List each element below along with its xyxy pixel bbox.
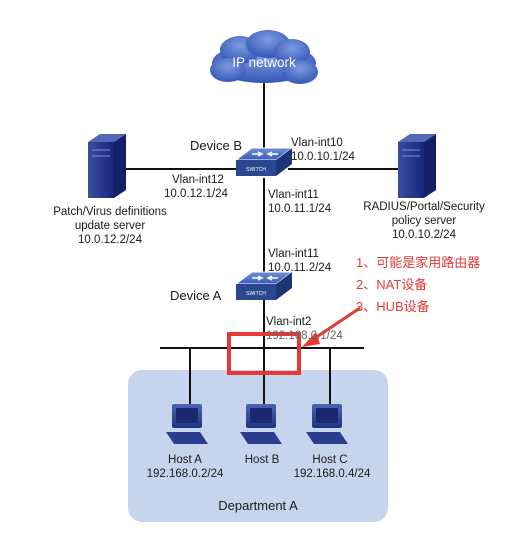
radius-server-ip: 10.0.10.2/24 xyxy=(392,229,456,241)
device-a-vlan2-ip: 192.168.0.1/24 xyxy=(266,330,343,342)
cloud-label: IP network xyxy=(232,55,296,70)
annotation-line-2: 2、NAT设备 xyxy=(356,277,428,292)
device-a-vlan2: Vlan-int2 xyxy=(266,316,312,328)
annotation-arrow xyxy=(311,306,361,342)
host-c-icon xyxy=(306,404,348,444)
patch-server-line2: update server xyxy=(74,220,146,232)
device-b-vlan12: Vlan-int12 xyxy=(172,174,224,186)
annotation-line-3: 3、HUB设备 xyxy=(356,299,430,314)
highlight-box xyxy=(227,332,301,375)
annotation-line-1: 1、可能是家用路由器 xyxy=(356,255,481,270)
links xyxy=(122,82,398,410)
radius-server-icon xyxy=(398,134,436,198)
device-a-name: Device A xyxy=(170,288,222,303)
host-a-icon xyxy=(166,404,208,444)
device-b-vlan12-ip: 10.0.12.1/24 xyxy=(164,188,228,200)
patch-server-icon xyxy=(88,134,126,198)
host-b-icon xyxy=(240,404,282,444)
device-b-vlan10: Vlan-int10 xyxy=(291,137,343,149)
device-b-vlan11: Vlan-int11 xyxy=(268,189,319,201)
radius-server-line1: RADIUS/Portal/Security xyxy=(363,201,485,213)
ip-network-cloud xyxy=(210,30,318,84)
patch-server-line1: Patch/Virus definitions xyxy=(53,206,167,218)
device-b-vlan10-ip: 10.0.10.1/24 xyxy=(291,151,355,163)
host-c-ip: 192.168.0.4/24 xyxy=(293,468,371,480)
host-a-ip: 192.168.0.2/24 xyxy=(146,468,224,480)
radius-server-line2: policy server xyxy=(391,215,457,227)
device-b-name: Device B xyxy=(190,138,243,153)
host-a-name: Host A xyxy=(168,454,202,466)
device-a-switch-label: SWITCH xyxy=(246,291,266,297)
department-label: Department A xyxy=(218,498,298,513)
device-b-switch-label: SWITCH xyxy=(246,167,266,173)
device-a-vlan11: Vlan-int11 xyxy=(268,248,319,260)
patch-server-ip: 10.0.12.2/24 xyxy=(78,234,142,246)
device-a-switch-icon: SWITCH xyxy=(234,271,294,300)
host-b-name: Host B xyxy=(244,454,280,466)
device-b-vlan11-ip: 10.0.11.1/24 xyxy=(268,203,332,215)
device-a-vlan11-ip: 10.0.11.2/24 xyxy=(268,262,332,274)
device-b-switch-icon: SWITCH xyxy=(234,147,294,176)
host-c-name: Host C xyxy=(312,454,348,466)
